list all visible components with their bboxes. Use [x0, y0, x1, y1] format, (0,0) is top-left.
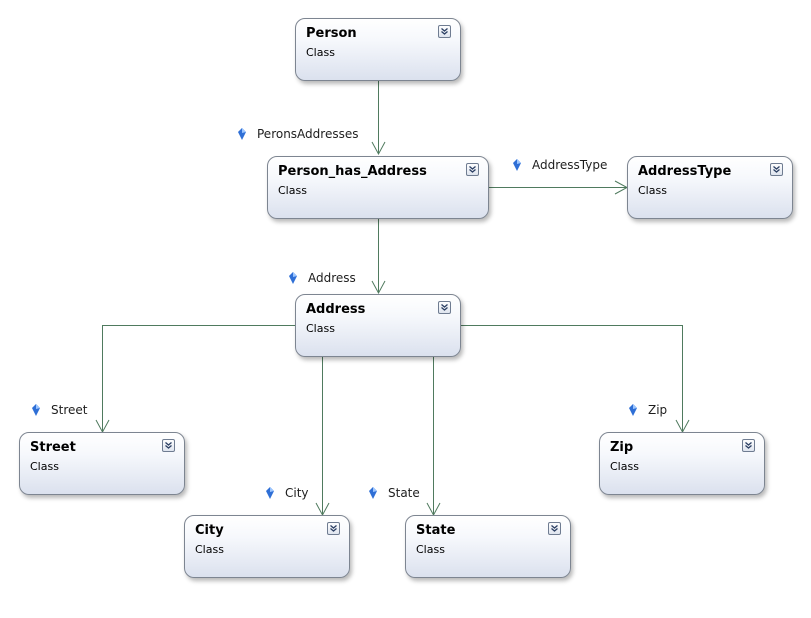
association-property-icon — [629, 404, 637, 416]
class-kind: Class — [610, 460, 639, 473]
class-name: Address — [306, 302, 366, 317]
association-label-address[interactable]: Address — [289, 270, 356, 286]
association-label-text: State — [388, 486, 420, 500]
connector-street — [102, 325, 296, 432]
class-shape-street[interactable]: Street Class — [19, 432, 185, 495]
association-label-state[interactable]: State — [369, 485, 420, 501]
association-property-icon — [238, 128, 246, 140]
class-name: State — [416, 523, 456, 538]
class-kind: Class — [638, 184, 667, 197]
association-label-text: Street — [51, 403, 88, 417]
class-shape-person[interactable]: Person Class — [295, 18, 461, 81]
chevron-collapse-icon[interactable] — [162, 439, 175, 452]
association-label-address-type[interactable]: AddressType — [513, 157, 607, 173]
chevron-collapse-icon[interactable] — [438, 301, 451, 314]
chevron-collapse-icon[interactable] — [770, 163, 783, 176]
chevron-collapse-icon[interactable] — [548, 522, 561, 535]
chevron-collapse-icon[interactable] — [327, 522, 340, 535]
class-shape-city[interactable]: City Class — [184, 515, 350, 578]
arrowhead-address — [371, 280, 386, 295]
class-kind: Class — [306, 322, 335, 335]
class-kind: Class — [30, 460, 59, 473]
arrowhead-perons-addresses — [371, 141, 386, 156]
chevron-collapse-icon[interactable] — [438, 25, 451, 38]
class-shape-person-has-address[interactable]: Person_has_Address Class — [267, 156, 489, 219]
chevron-collapse-icon[interactable] — [742, 439, 755, 452]
association-label-text: Zip — [648, 403, 668, 417]
association-label-text: City — [285, 486, 309, 500]
association-label-perons-addresses[interactable]: PeronsAddresses — [238, 126, 358, 142]
class-name: City — [195, 523, 224, 538]
class-name: Zip — [610, 440, 634, 455]
class-shape-state[interactable]: State Class — [405, 515, 571, 578]
association-label-city[interactable]: City — [266, 485, 309, 501]
association-label-text: Address — [308, 271, 356, 285]
chevron-collapse-icon[interactable] — [466, 163, 479, 176]
association-property-icon — [513, 159, 521, 171]
class-kind: Class — [306, 46, 335, 59]
class-name: AddressType — [638, 164, 732, 179]
class-shape-address-type[interactable]: AddressType Class — [627, 156, 793, 219]
class-kind: Class — [195, 543, 224, 556]
class-kind: Class — [416, 543, 445, 556]
association-label-street[interactable]: Street — [32, 402, 87, 418]
class-name: Street — [30, 440, 76, 455]
connector-zip — [461, 325, 683, 432]
association-label-zip[interactable]: Zip — [629, 402, 667, 418]
association-property-icon — [369, 487, 377, 499]
class-name: Person_has_Address — [278, 164, 427, 179]
class-kind: Class — [278, 184, 307, 197]
association-property-icon — [266, 487, 274, 499]
association-property-icon — [289, 272, 297, 284]
association-property-icon — [32, 404, 40, 416]
class-shape-zip[interactable]: Zip Class — [599, 432, 765, 495]
association-label-text: AddressType — [532, 158, 608, 172]
class-shape-address[interactable]: Address Class — [295, 294, 461, 357]
association-label-text: PeronsAddresses — [257, 127, 359, 141]
class-name: Person — [306, 26, 357, 41]
